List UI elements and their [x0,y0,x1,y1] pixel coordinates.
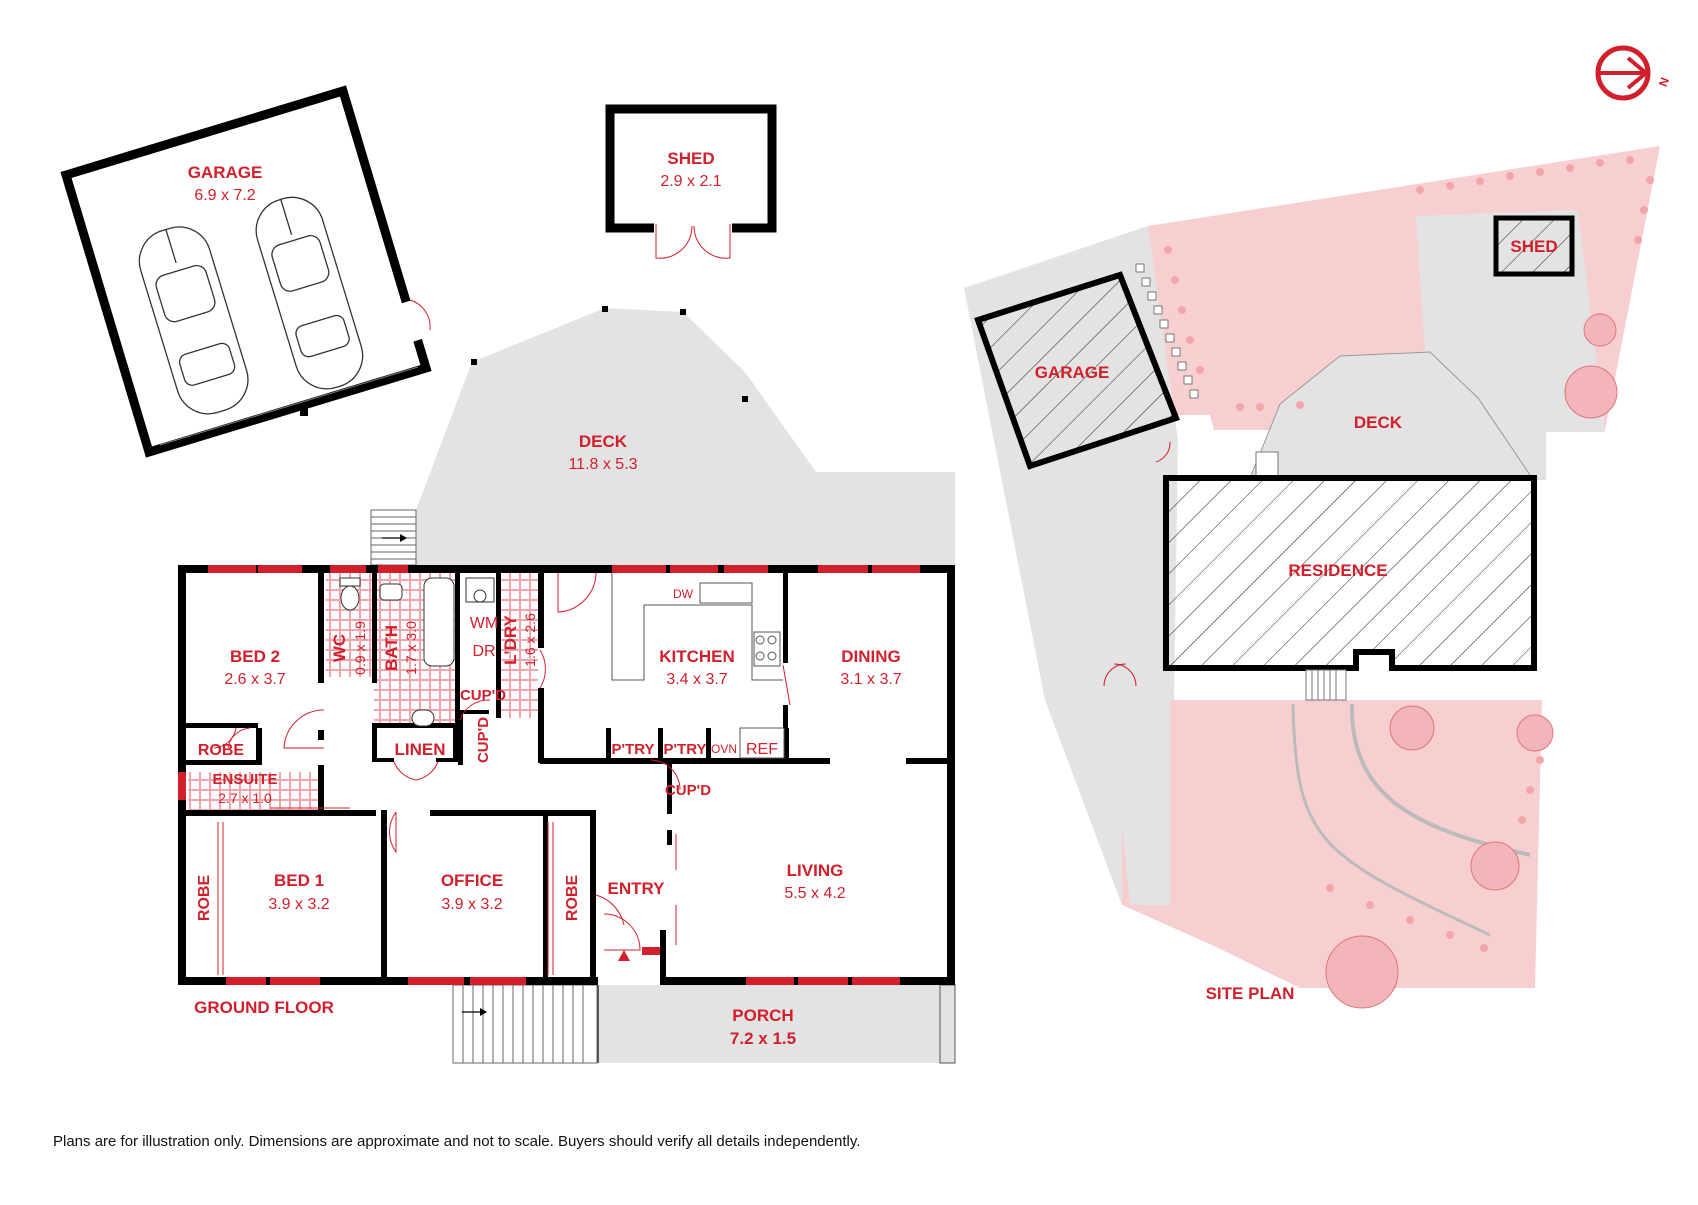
living-name: LIVING [787,861,844,880]
interior-walls [186,573,947,985]
car-icon [138,196,364,415]
ensuite-name: ENSUITE [212,771,277,788]
robe-label-bed1: ROBE [196,875,213,922]
site-plan-title: SITE PLAN [1206,984,1295,1003]
site-plan: GARAGE SHED DECK RESIDENCE SITE PLAN [964,146,1660,1009]
stair-arrow-icon [382,534,407,542]
entry-label: ENTRY [608,879,666,898]
kitchen-bench [611,573,785,759]
deck-dims: 11.8 x 5.3 [568,456,637,473]
bed2-dims: 2.6 x 3.7 [224,671,285,688]
laundry-name: L'DRY [501,615,520,665]
shed-name: SHED [667,149,714,168]
deck-posts [471,306,748,402]
stair-arrow-icon [462,1008,487,1016]
site-steps [1305,669,1347,701]
pantry-label-1: P'TRY [611,741,654,758]
cupboard-label-hall: CUP'D [460,687,506,704]
cupboard-label-laundry: CUP'D [475,717,492,763]
site-garage-label: GARAGE [1035,363,1110,382]
bed1-dims: 3.9 x 3.2 [268,896,329,913]
windows [178,565,920,985]
site-garage [974,271,1180,470]
pantry-label-2: P'TRY [663,741,706,758]
tree-icon [1325,313,1618,1009]
ground-floor-title: GROUND FLOOR [194,998,334,1017]
bed1-name: BED 1 [274,871,324,890]
bath-name: BATH [382,625,401,671]
site-residence [1163,475,1537,671]
fridge-label: REF [746,741,778,758]
bed2-name: BED 2 [230,647,280,666]
toilet-icon [339,577,361,611]
north-label: N [1656,76,1672,89]
garage-dims: 6.9 x 7.2 [194,187,255,204]
deck-stairs [370,509,417,566]
linen-label: LINEN [395,740,446,759]
site-deck-label: DECK [1354,413,1403,432]
robe-label-bed2: ROBE [198,742,245,759]
wc-dims: 0.9 x 1.9 [352,621,368,675]
room-labels: GARAGE 6.9 x 7.2 SHED 2.9 x 2.1 DECK 11.… [188,149,902,1048]
porch-name: PORCH [732,1006,793,1025]
kitchen-name: KITCHEN [659,647,735,666]
site-shrubs [1164,156,1654,952]
porch-dims: 7.2 x 1.5 [730,1029,796,1048]
deck-name: DECK [579,432,628,451]
sliding-robe-doors [217,822,554,975]
entry-door-marker [618,950,630,961]
site-stepping-stones [1135,263,1199,399]
office-name: OFFICE [441,871,503,890]
doors [213,572,791,951]
living-dims: 5.5 x 4.2 [784,885,845,902]
deck-area [416,308,955,565]
site-residence-label: RESIDENCE [1288,561,1387,580]
office-dims: 3.9 x 3.2 [441,896,502,913]
ensuite-dims: 2.7 x 1.0 [218,790,272,806]
shed-building [605,104,777,259]
oven-label: OVN [711,742,737,756]
laundry-fixtures [465,577,495,603]
disclaimer-text: Plans are for illustration only. Dimensi… [53,1133,861,1150]
washing-machine-label: WM [470,615,498,632]
garage-name: GARAGE [188,163,263,182]
bathtub [379,577,455,727]
bath-dims: 1.7 x 3.0 [403,621,419,675]
site-shed-label: SHED [1510,237,1557,256]
ensuite-tiles [188,772,318,810]
robe-label-office: ROBE [564,875,581,922]
dishwasher-label: DW [673,587,694,601]
laundry-tiles [500,573,538,718]
porch-stairs [452,984,598,1064]
garage-building [60,85,432,458]
dining-name: DINING [841,647,901,666]
north-arrow-icon: N [1595,45,1672,101]
kitchen-dims: 3.4 x 3.7 [666,671,727,688]
cupboard-label-living: CUP'D [665,782,711,799]
shed-dims: 2.9 x 2.1 [660,173,721,190]
laundry-dims: 1.6 x 2.6 [522,613,538,667]
dining-dims: 3.1 x 3.7 [840,671,901,688]
wc-name: WC [330,634,349,662]
dryer-label: DR [472,643,495,660]
site-shed [1493,215,1575,277]
site-driveway [1110,700,1170,905]
